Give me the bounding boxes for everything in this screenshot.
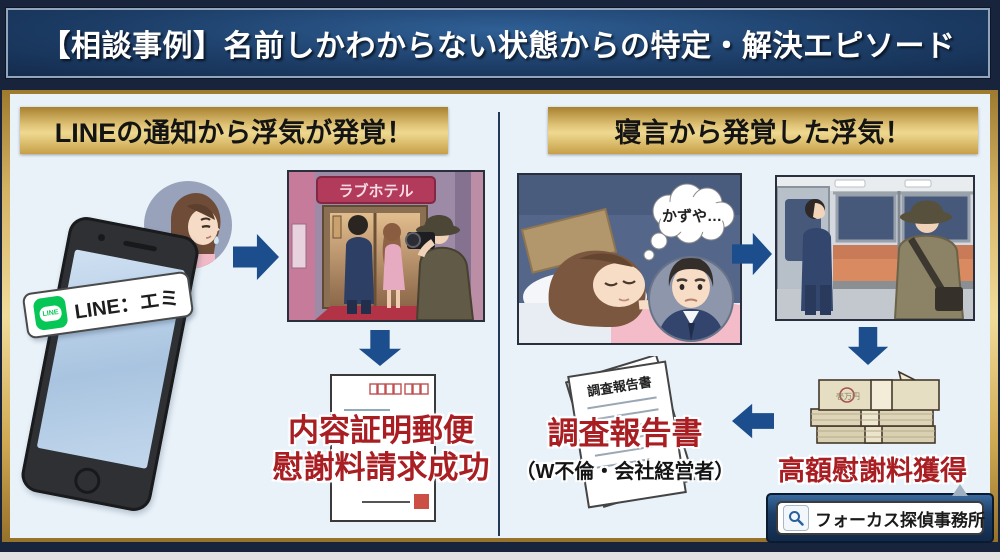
left-section-header: LINEの通知から浮気が発覚！ xyxy=(20,107,448,154)
brand-box: フォーカス探偵事務所 xyxy=(766,493,994,543)
certified-mail-document xyxy=(330,374,436,522)
search-icon xyxy=(783,505,809,531)
report-caption-block: 調査報告書 （W不倫・会社経営者） xyxy=(500,417,750,489)
bottom-strip xyxy=(0,552,1000,560)
worried-wife-avatar xyxy=(143,180,233,270)
money-caption: 高額慰謝料獲得 xyxy=(778,456,967,486)
panel-divider xyxy=(498,112,500,536)
brand-search-bar: フォーカス探偵事務所 xyxy=(776,501,985,535)
svg-text:壱万円: 壱万円 xyxy=(836,391,860,401)
report-caption-sub: （W不倫・会社経営者） xyxy=(515,461,735,483)
investigation-report-papers: 調査報告書 xyxy=(550,353,710,512)
love-hotel-illustration: ラブホテル xyxy=(289,172,483,320)
brand-name: フォーカス探偵事務所 xyxy=(815,510,985,530)
left-result-caption: 内容証明郵便 慰謝料請求成功 xyxy=(266,412,496,486)
right-section-header: 寝言から発覚した浮気！ xyxy=(548,107,978,154)
sleep-talking-illustration: かずや… xyxy=(519,175,740,343)
title-banner: 【相談事例】名前しかわからない状態からの特定・解決エピソード xyxy=(5,7,991,79)
woman-profile-illustration xyxy=(144,181,232,269)
hotel-sign-text: ラブホテル xyxy=(338,182,413,200)
phone-home-button xyxy=(72,465,103,497)
report-caption: 調査報告書 xyxy=(547,416,703,451)
sleep-talking-scene: かずや… xyxy=(517,173,742,345)
certified-mail-illustration xyxy=(330,374,436,522)
phone-speaker xyxy=(122,240,158,252)
right-section-title: 寝言から発覚した浮気！ xyxy=(614,118,912,148)
report-illustration: 調査報告書 xyxy=(564,353,696,509)
page-title: 【相談事例】名前しかわからない状態からの特定・解決エピソード xyxy=(40,30,956,63)
left-section-title: LINEの通知から浮気が発覚！ xyxy=(54,118,414,148)
thought-bubble: かずや… xyxy=(643,183,735,261)
money-stacks: 壱万円 xyxy=(803,368,953,452)
line-icon-label: LINE xyxy=(38,304,63,323)
line-notification-text: LINE：エミ xyxy=(73,286,181,324)
sleep-talk-text: かずや… xyxy=(662,207,722,225)
train-tailing-scene xyxy=(775,175,975,321)
train-tailing-illustration xyxy=(777,177,973,319)
left-result-line1: 内容証明郵便 xyxy=(288,413,474,448)
phone-camera-dot xyxy=(97,233,106,242)
left-result-line2: 慰謝料請求成功 xyxy=(272,450,490,485)
money-illustration: 壱万円 xyxy=(810,370,940,444)
love-hotel-scene: ラブホテル xyxy=(287,170,485,322)
cursor-pointer-icon xyxy=(952,484,968,496)
husband-inset xyxy=(648,256,734,342)
line-app-icon: LINE xyxy=(32,295,69,332)
